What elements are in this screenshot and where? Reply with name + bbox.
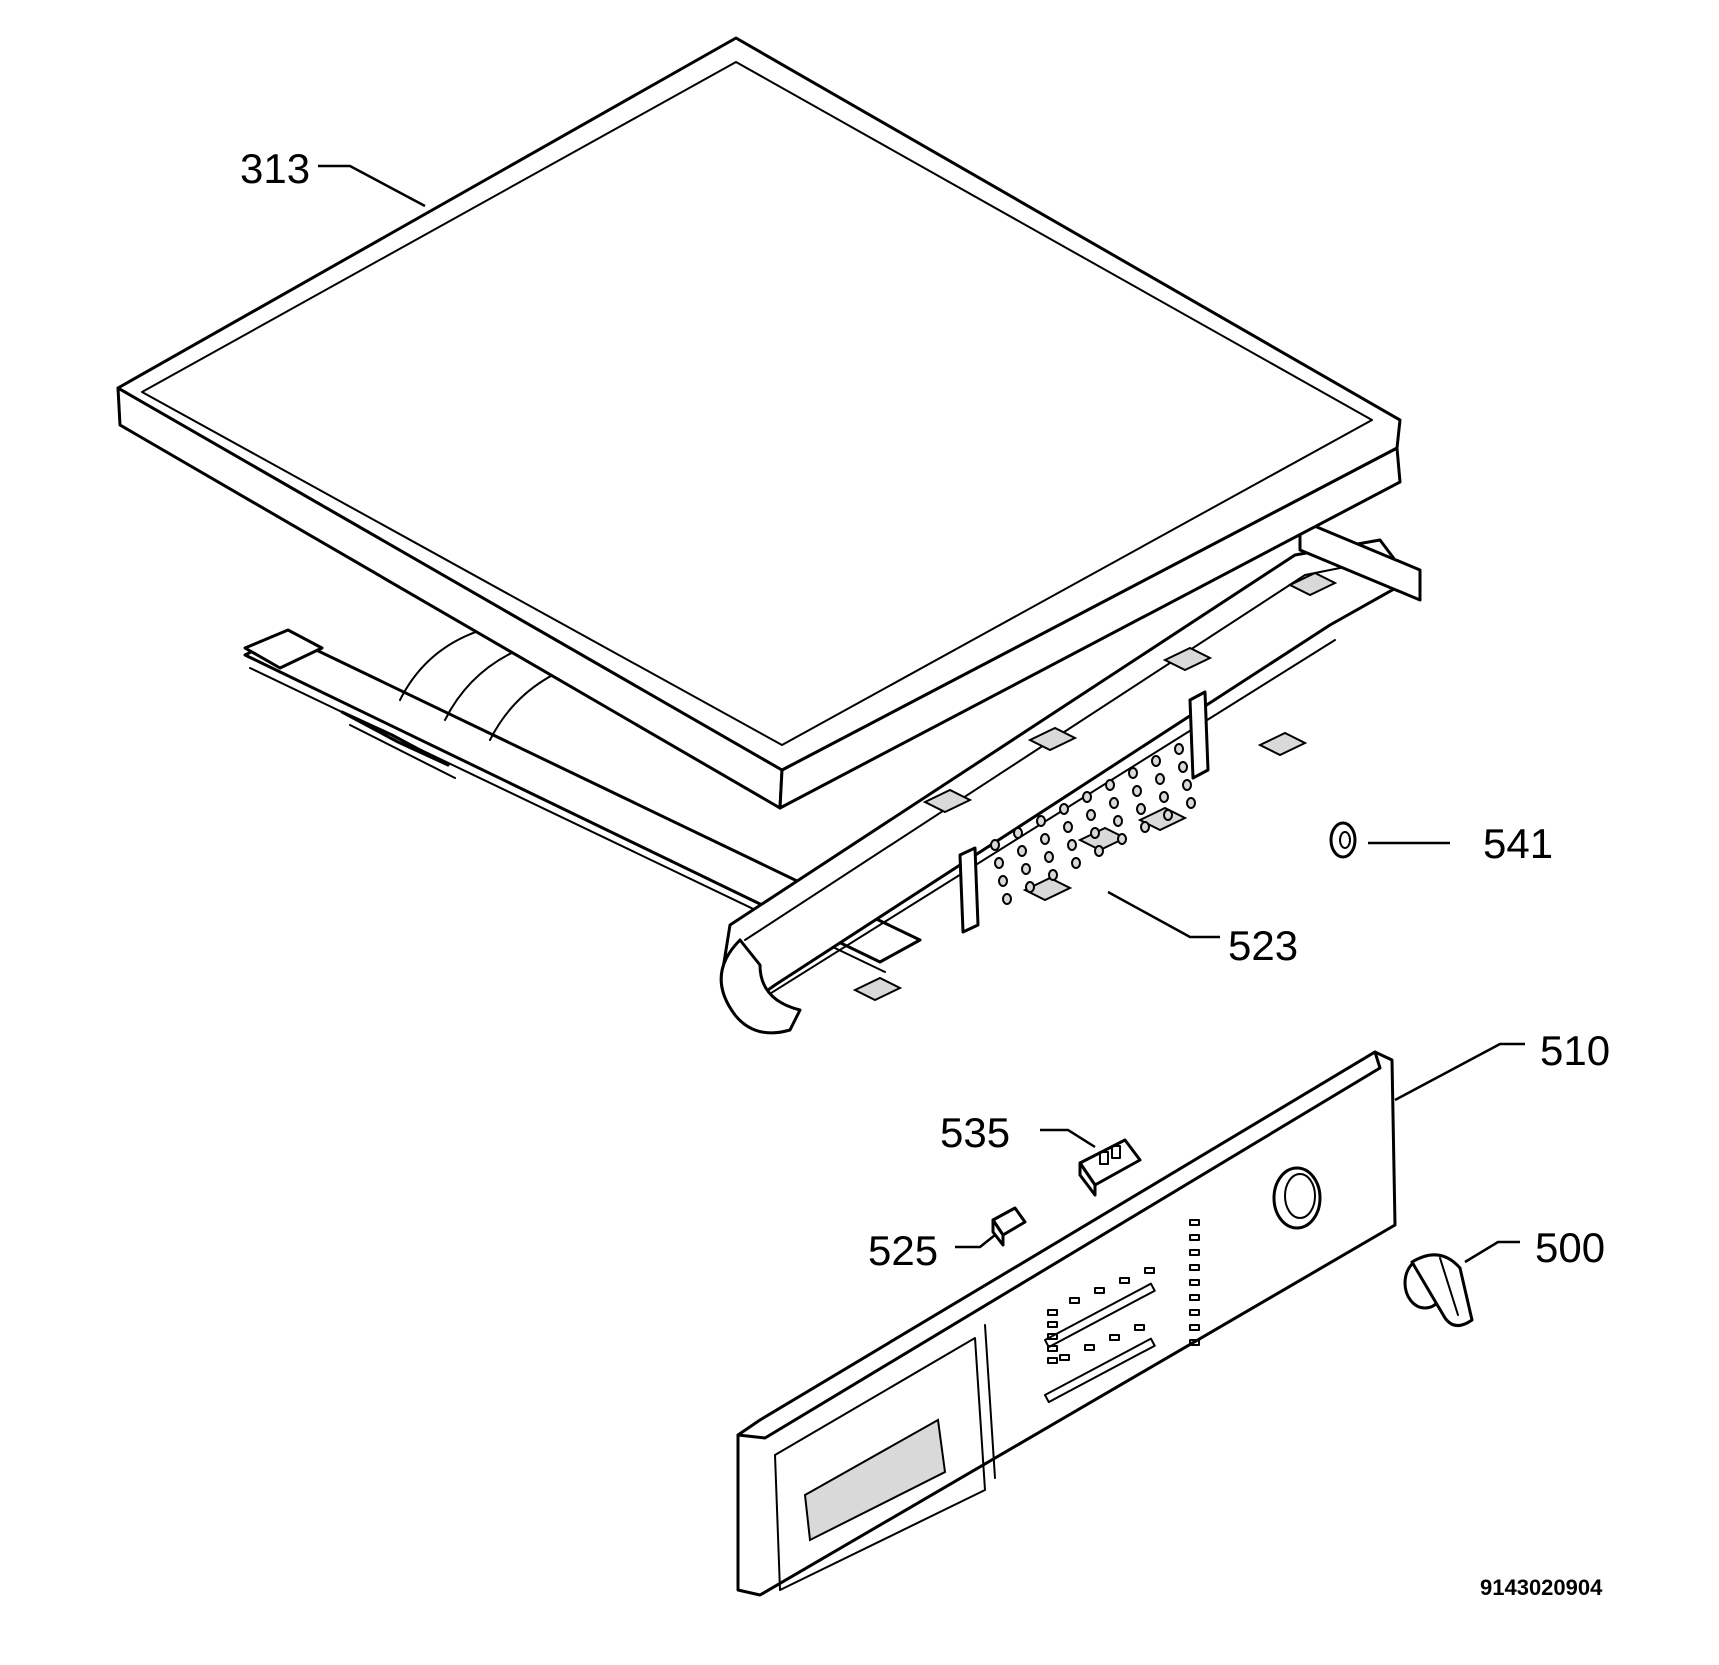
- callout-labels: 313 541 523 510 535 525 500 9143020904: [240, 145, 1610, 1600]
- perforation-hole: [1186, 797, 1196, 809]
- perforation-hole: [998, 875, 1008, 887]
- indicator-mark: [1047, 1333, 1058, 1340]
- indicator-mark: [1189, 1264, 1200, 1271]
- callout-525: 525: [868, 1227, 938, 1274]
- part-500-knob: [1403, 1253, 1474, 1327]
- perforation-hole: [1036, 815, 1046, 827]
- part-541-grommet: [1329, 821, 1357, 859]
- indicator-mark: [1189, 1279, 1200, 1286]
- callout-500: 500: [1535, 1224, 1605, 1271]
- part-523-top-frame: [243, 518, 1422, 1035]
- leader-523: [1107, 890, 1220, 939]
- perforation-hole: [1086, 809, 1096, 821]
- indicator-mark: [1109, 1334, 1120, 1341]
- part-313-top-lid: [116, 36, 1402, 810]
- callout-541: 541: [1483, 820, 1553, 867]
- callout-510: 510: [1540, 1027, 1610, 1074]
- panel-indicator-marks: [1047, 1219, 1200, 1364]
- indicator-mark: [1189, 1219, 1200, 1226]
- perforation-hole: [1132, 785, 1142, 797]
- leader-500: [1464, 1240, 1520, 1264]
- perforation-hole: [1155, 773, 1165, 785]
- perforation-hole: [1017, 845, 1027, 857]
- indicator-mark: [1189, 1294, 1200, 1301]
- leader-525: [955, 1234, 996, 1249]
- perforation-hole: [1063, 821, 1073, 833]
- perforation-hole: [1117, 833, 1127, 845]
- perforation-hole: [1021, 863, 1031, 875]
- indicator-mark: [1047, 1321, 1058, 1328]
- indicator-mark: [1094, 1287, 1105, 1294]
- perforation-hole: [1151, 755, 1161, 767]
- indicator-mark: [1144, 1267, 1155, 1274]
- indicator-mark: [1069, 1297, 1080, 1304]
- perforation-hole: [1048, 869, 1058, 881]
- indicator-mark: [1047, 1357, 1058, 1364]
- perforation-hole: [1059, 803, 1069, 815]
- perforation-hole: [1109, 797, 1119, 809]
- document-number: 9143020904: [1480, 1575, 1603, 1600]
- perforation-hole: [1140, 821, 1150, 833]
- leader-lines: [318, 164, 1525, 1264]
- perforation-hole: [1013, 827, 1023, 839]
- leader-510: [1394, 1042, 1525, 1102]
- perforation-hole: [1178, 761, 1188, 773]
- perforation-hole: [1002, 893, 1012, 905]
- indicator-mark: [1047, 1309, 1058, 1316]
- perforation-hole: [1182, 779, 1192, 791]
- leader-313: [318, 164, 426, 208]
- callout-535: 535: [940, 1109, 1010, 1156]
- indicator-mark: [1059, 1354, 1070, 1361]
- perforation-hole: [1128, 767, 1138, 779]
- frame-slots: [852, 571, 1338, 1002]
- callout-523: 523: [1228, 922, 1298, 969]
- frame-perforations: [990, 743, 1196, 905]
- perforation-hole: [1067, 839, 1077, 851]
- perforation-hole: [1159, 791, 1169, 803]
- perforation-hole: [1090, 827, 1100, 839]
- perforation-hole: [1174, 743, 1184, 755]
- indicator-mark: [1084, 1344, 1095, 1351]
- indicator-mark: [1189, 1324, 1200, 1331]
- perforation-hole: [1136, 803, 1146, 815]
- indicator-mark: [1189, 1234, 1200, 1241]
- perforation-hole: [1040, 833, 1050, 845]
- part-525-small-lens: [991, 1206, 1027, 1247]
- indicator-mark: [1119, 1277, 1130, 1284]
- perforation-hole: [994, 857, 1004, 869]
- perforation-hole: [1044, 851, 1054, 863]
- leader-535: [1040, 1128, 1096, 1149]
- perforation-hole: [1082, 791, 1092, 803]
- perforation-hole: [1105, 779, 1115, 791]
- perforation-hole: [990, 839, 1000, 851]
- indicator-mark: [1189, 1309, 1200, 1316]
- perforation-hole: [1113, 815, 1123, 827]
- perforation-hole: [1094, 845, 1104, 857]
- indicator-mark: [1189, 1249, 1200, 1256]
- perforation-hole: [1071, 857, 1081, 869]
- perforation-hole: [1025, 881, 1035, 893]
- perforation-hole: [1163, 809, 1173, 821]
- part-510-control-panel: [736, 1050, 1397, 1597]
- callout-313: 313: [240, 145, 310, 192]
- indicator-mark: [1189, 1339, 1200, 1346]
- indicator-mark: [1134, 1324, 1145, 1331]
- part-535-lens-block: [1078, 1138, 1142, 1197]
